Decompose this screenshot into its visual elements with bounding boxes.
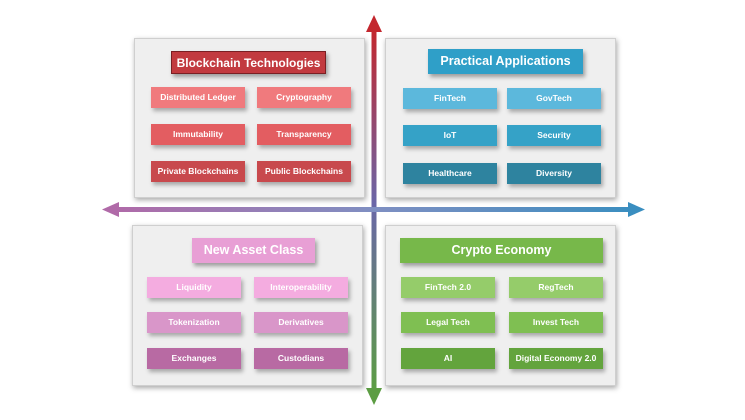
chip-cryptography: Cryptography: [257, 87, 351, 108]
chip-digital-economy-2-0: Digital Economy 2.0: [509, 348, 603, 369]
axis-arrow-left: [102, 202, 119, 217]
chip-custodians: Custodians: [254, 348, 348, 369]
chip-derivatives: Derivatives: [254, 312, 348, 333]
chip-exchanges: Exchanges: [147, 348, 241, 369]
chip-immutability: Immutability: [151, 124, 245, 145]
chip-interoperability: Interoperability: [254, 277, 348, 298]
panel-new-asset-class: New Asset Class Liquidity Interoperabili…: [132, 225, 363, 386]
axis-arrow-down: [366, 388, 382, 405]
title-practical-applications: Practical Applications: [428, 49, 583, 74]
title-crypto-economy: Crypto Economy: [400, 238, 603, 263]
axis-arrow-up: [366, 15, 382, 32]
panel-practical-applications: Practical Applications FinTech GovTech I…: [385, 38, 616, 198]
chip-liquidity: Liquidity: [147, 277, 241, 298]
chip-regtech: RegTech: [509, 277, 603, 298]
chip-legal-tech: Legal Tech: [401, 312, 495, 333]
chip-security: Security: [507, 125, 601, 146]
chip-tokenization: Tokenization: [147, 312, 241, 333]
chip-fintech: FinTech: [403, 88, 497, 109]
chip-diversity: Diversity: [507, 163, 601, 184]
chip-invest-tech: Invest Tech: [509, 312, 603, 333]
chip-ai: AI: [401, 348, 495, 369]
chip-healthcare: Healthcare: [403, 163, 497, 184]
chip-transparency: Transparency: [257, 124, 351, 145]
horizontal-axis: [115, 207, 635, 212]
chip-private-blockchains: Private Blockchains: [151, 161, 245, 182]
title-blockchain-technologies: Blockchain Technologies: [171, 51, 326, 74]
chip-public-blockchains: Public Blockchains: [257, 161, 351, 182]
chip-fintech-2-0: FinTech 2.0: [401, 277, 495, 298]
chip-govtech: GovTech: [507, 88, 601, 109]
chip-distributed-ledger: Distributed Ledger: [151, 87, 245, 108]
axis-arrow-right: [628, 202, 645, 217]
title-new-asset-class: New Asset Class: [192, 238, 315, 263]
panel-blockchain-technologies: Blockchain Technologies Distributed Ledg…: [134, 38, 365, 198]
chip-iot: IoT: [403, 125, 497, 146]
panel-crypto-economy: Crypto Economy FinTech 2.0 RegTech Legal…: [385, 225, 616, 386]
